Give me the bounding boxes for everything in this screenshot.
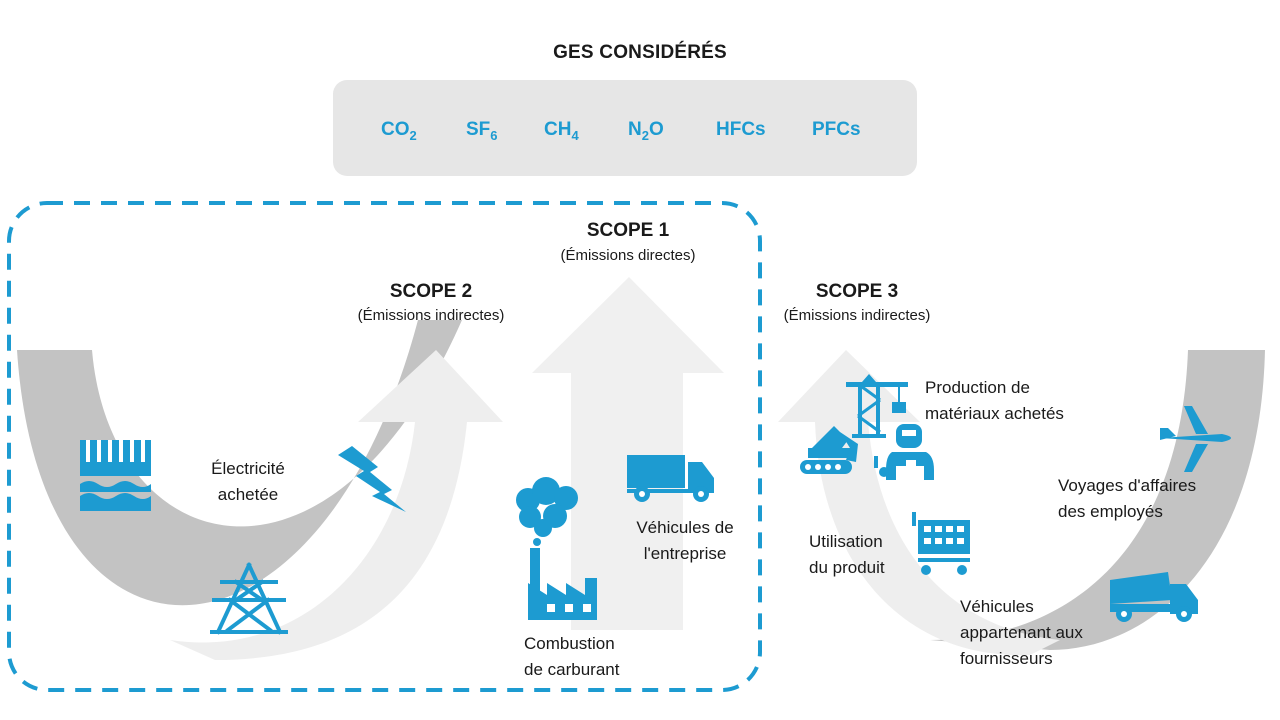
lightning-icon [338,446,406,512]
scope2-arc [17,320,462,606]
gas-co2: CO2 [381,119,417,143]
gas-n2o: N2O [628,119,664,143]
scope1-subtitle: (Émissions directes) [560,247,696,264]
hydro-dam-icon [80,440,151,511]
excavator-icon [800,426,858,474]
scope3-arc [930,350,1265,650]
scope1-arrow [532,277,724,630]
company-truck-icon [627,455,714,502]
shopping-cart-icon [912,512,970,575]
power-pylon-icon [210,562,288,635]
scope-boundary [7,201,762,692]
factory-icon [516,477,597,620]
scope2-subtitle: (Émissions indirectes) [357,307,505,324]
gas-sf6: SF6 [466,119,498,143]
supplier-truck-icon [1110,572,1198,622]
crane-icon [846,374,908,438]
gas-ch4: CH4 [544,119,579,143]
scope1-title: SCOPE 1 [586,220,670,241]
scope2-title: SCOPE 2 [389,281,473,302]
airplane-icon [1160,406,1231,472]
scope3-title: SCOPE 3 [815,281,899,302]
scope3-arrow [778,350,1060,656]
diagram-title: GES CONSIDÉRÉS [553,42,727,63]
scope2-arrow [170,350,503,660]
gas-pfcs: PFCs [812,119,861,140]
scope3-subtitle: (Émissions indirectes) [783,307,931,324]
worker-icon [874,424,934,480]
gas-hfcs: HFCs [716,119,766,140]
gases-panel [333,80,917,176]
